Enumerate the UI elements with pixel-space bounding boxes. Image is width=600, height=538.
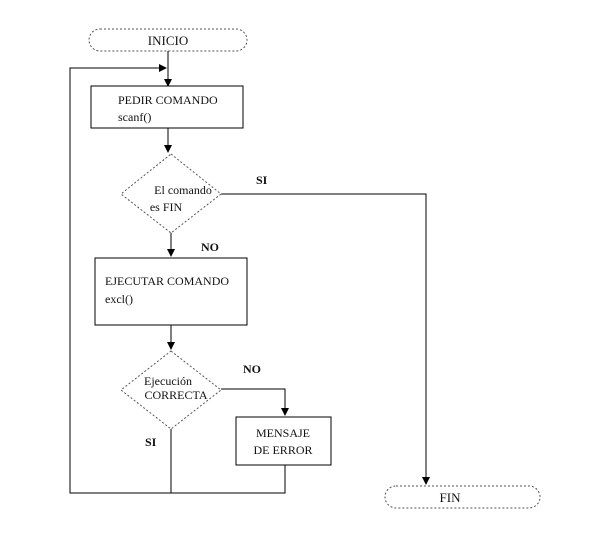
is-fin-label-line1: El comando bbox=[154, 183, 212, 197]
error-label-line1: MENSAJE bbox=[256, 426, 310, 440]
ask-command-process: PEDIR COMANDO scanf() bbox=[90, 85, 244, 129]
execute-command-function: excl() bbox=[105, 292, 133, 306]
is-fin-decision: El comando es FIN bbox=[120, 153, 222, 234]
ask-command-label: PEDIR COMANDO bbox=[118, 93, 218, 107]
exec-ok-decision: Ejecución CORRECTA bbox=[120, 350, 222, 430]
branch-label-is-fin-no: NO bbox=[201, 240, 219, 254]
is-fin-label-line2: es FIN bbox=[150, 200, 183, 214]
start-label: INICIO bbox=[148, 33, 188, 48]
branch-label-exec-ok-yes: SI bbox=[145, 435, 157, 449]
exec-ok-label-line1: Ejecución bbox=[144, 374, 192, 388]
execute-command-process: EJECUTAR COMANDO excl() bbox=[94, 257, 248, 326]
start-terminator: INICIO bbox=[88, 28, 248, 52]
exec-ok-label-line2: CORRECTA bbox=[144, 388, 207, 402]
arrow-decision-to-end bbox=[221, 193, 430, 485]
branch-label-exec-ok-no: NO bbox=[243, 362, 261, 376]
error-label-line2: DE ERROR bbox=[253, 443, 312, 457]
end-terminator: FIN bbox=[384, 485, 541, 509]
arrow-error-to-loop bbox=[171, 465, 286, 494]
end-label: FIN bbox=[440, 490, 462, 505]
branch-label-is-fin-yes: SI bbox=[256, 173, 268, 187]
connectors bbox=[69, 51, 430, 494]
ask-command-function: scanf() bbox=[118, 110, 151, 124]
arrow-check-to-error bbox=[221, 388, 289, 416]
arrow-loop-back bbox=[69, 64, 172, 494]
execute-command-label: EJECUTAR COMANDO bbox=[105, 274, 229, 288]
error-message-process: MENSAJE DE ERROR bbox=[235, 416, 332, 466]
